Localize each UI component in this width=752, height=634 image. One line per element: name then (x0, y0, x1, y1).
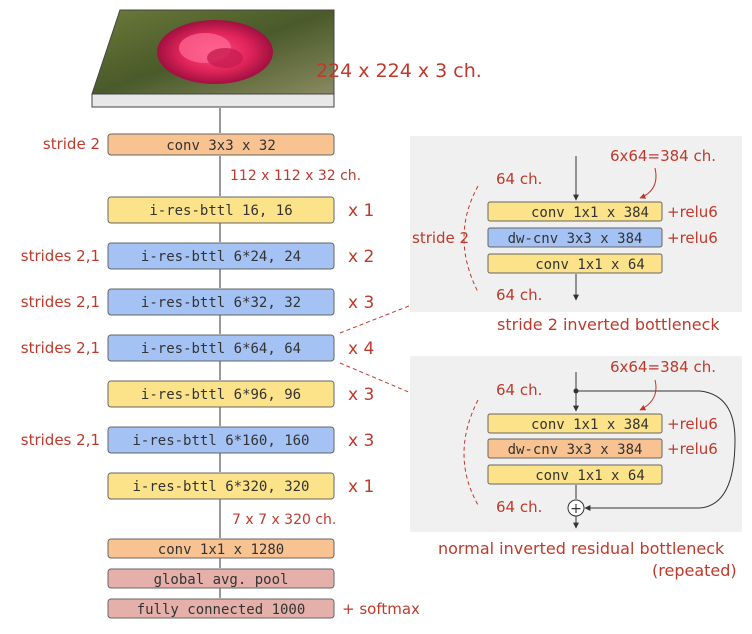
stride-note: strides 2,1 (21, 339, 100, 357)
dim-annotation: 112 x 112 x 32 ch. (230, 168, 361, 184)
layer-label: dw-cnv 3x3 x 384 (508, 231, 643, 247)
block-label: conv 1x1 x 1280 (158, 542, 284, 558)
block-global-pool: global avg. pool (107, 568, 335, 589)
input-image (91, 9, 335, 108)
expansion-note: 6x64=384 ch. (610, 358, 716, 376)
residual-panel-subtitle: (repeated) (652, 561, 737, 580)
repeat-count: x 3 (348, 385, 374, 405)
block-label: global avg. pool (154, 572, 289, 588)
layer-label: conv 1x1 x 64 (535, 468, 645, 484)
repeat-count: x 3 (348, 431, 374, 451)
stride-note: strides 2,1 (21, 293, 100, 311)
block-ires-64: i-res-bttl 6*64, 64 (107, 334, 335, 362)
repeat-count: x 4 (348, 339, 374, 359)
in-channels: 64 ch. (496, 170, 542, 188)
block-label: fully connected 1000 (137, 602, 306, 618)
block-fully-connected: fully connected 1000 (107, 598, 335, 619)
block-ires-32: i-res-bttl 6*32, 32 (107, 288, 335, 316)
out-channels: 64 ch. (496, 286, 542, 304)
layer-label: conv 1x1 x 384 (531, 417, 649, 433)
input-dims: 224 x 224 x 3 ch. (316, 60, 482, 82)
block-label: i-res-bttl 6*32, 32 (141, 295, 301, 311)
stride-note: strides 2,1 (21, 431, 100, 449)
block-ires-24: i-res-bttl 6*24, 24 (107, 242, 335, 270)
activation-note: +relu6 (667, 203, 718, 221)
callout-lines (339, 281, 471, 419)
residual-panel: conv 1x1 x 384 +relu6 dw-cnv 3x3 x 384 +… (410, 356, 742, 532)
activation-note: +relu6 (667, 440, 718, 458)
add-symbol: + (570, 501, 582, 517)
block-ires-96: i-res-bttl 6*96, 96 (107, 380, 335, 408)
block-conv-stem: conv 3x3 x 32 (107, 133, 335, 156)
block-label: i-res-bttl 6*96, 96 (141, 387, 301, 403)
block-label: i-res-bttl 16, 16 (149, 203, 292, 219)
activation-note: +relu6 (667, 415, 718, 433)
block-ires-16: i-res-bttl 16, 16 (107, 196, 335, 224)
stride-side-note: stride 2 (412, 229, 469, 247)
repeat-count: x 3 (348, 293, 374, 313)
softmax-note: + softmax (342, 600, 420, 618)
stride-note: stride 2 (43, 135, 100, 153)
activation-note: +relu6 (667, 229, 718, 247)
stride2-panel-title: stride 2 inverted bottleneck (497, 315, 720, 334)
block-label: i-res-bttl 6*320, 320 (132, 479, 309, 495)
block-label: i-res-bttl 6*64, 64 (141, 341, 301, 357)
stride2-panel: conv 1x1 x 384 +relu6 dw-cnv 3x3 x 384 +… (410, 136, 742, 312)
block-ires-160: i-res-bttl 6*160, 160 (107, 426, 335, 454)
in-channels: 64 ch. (496, 381, 542, 399)
block-label: i-res-bttl 6*24, 24 (141, 249, 301, 265)
out-channels: 64 ch. (496, 498, 542, 516)
block-label: i-res-bttl 6*160, 160 (132, 433, 309, 449)
block-ires-320: i-res-bttl 6*320, 320 (107, 472, 335, 500)
dim-annotation: 7 x 7 x 320 ch. (232, 512, 336, 528)
repeat-count: x 1 (348, 477, 374, 497)
repeat-count: x 1 (348, 201, 374, 221)
layer-label: dw-cnv 3x3 x 384 (508, 442, 643, 458)
expansion-note: 6x64=384 ch. (610, 147, 716, 165)
repeat-count: x 2 (348, 247, 374, 267)
residual-panel-title: normal inverted residual bottleneck (438, 539, 725, 558)
layer-label: conv 1x1 x 64 (535, 257, 645, 273)
skip-connection (576, 390, 736, 511)
stride-note: strides 2,1 (21, 247, 100, 265)
block-label: conv 3x3 x 32 (166, 138, 276, 154)
layer-label: conv 1x1 x 384 (531, 205, 649, 221)
block-conv-head: conv 1x1 x 1280 (107, 538, 335, 559)
